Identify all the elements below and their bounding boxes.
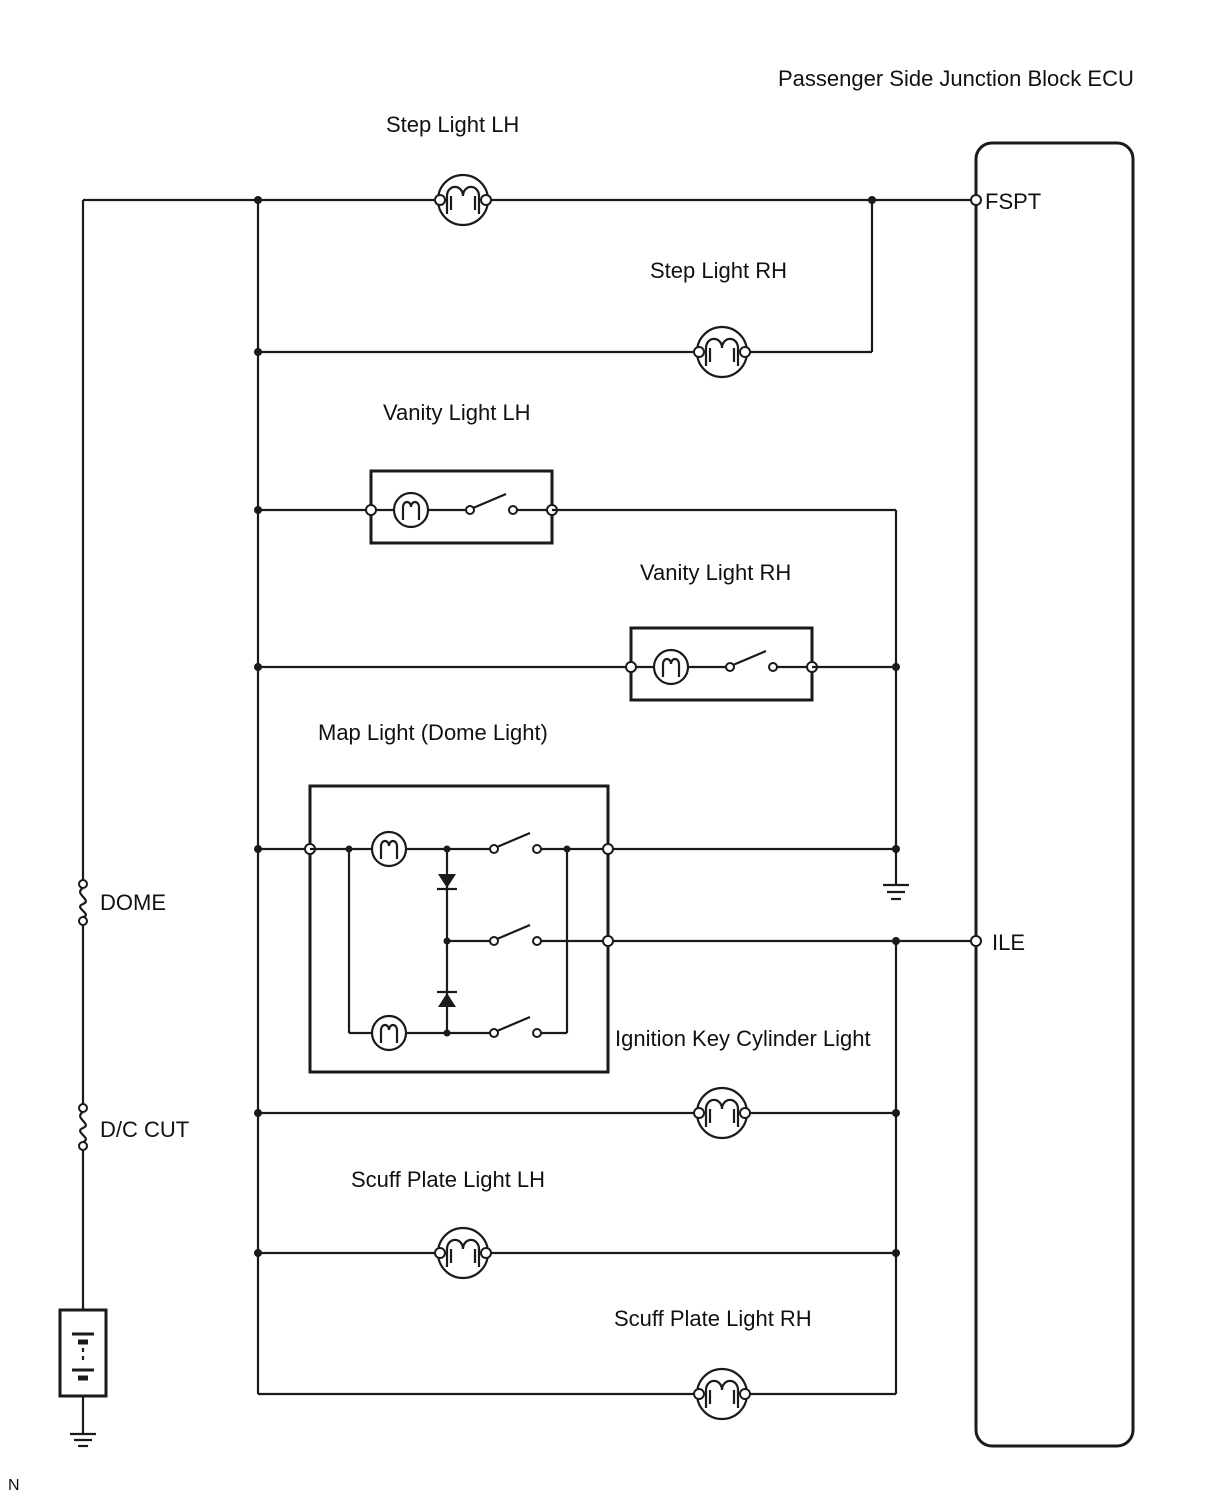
label-ignition-key-cylinder-light: Ignition Key Cylinder Light [615,1026,871,1051]
terminal-ile-label: ILE [992,930,1025,955]
bulb-icon-vanity-rh [652,648,690,686]
bulb-icon-scuff-lh [434,1226,492,1280]
ground-icon-battery [70,1432,96,1448]
switch-icon-vanity-lh [465,492,518,515]
label-vanity-light-lh: Vanity Light LH [383,400,531,425]
fuse-dome-icon [78,879,88,926]
label-scuff-plate-light-lh: Scuff Plate Light LH [351,1167,545,1192]
ecu-box [974,141,1135,1448]
fuse-dc-cut-icon [78,1103,88,1151]
corner-mark: N [8,1477,20,1494]
map-light [258,784,976,1074]
diode-icon-lower [437,990,457,1007]
ignition-key-cylinder-light [258,1086,896,1140]
battery-icon [58,1308,108,1434]
bulb-icon-scuff-rh [693,1367,751,1421]
terminal-ile [970,935,982,947]
supply-line [81,198,258,1310]
vanity-light-rh [258,626,896,702]
fuse-dc-cut-label: D/C CUT [100,1117,189,1142]
terminal-fspt [970,194,982,206]
vanity-light-lh [258,469,896,545]
bulb-icon-map-upper [370,830,408,868]
switch-icon-map-middle [489,923,542,946]
switch-icon-vanity-rh [725,649,778,672]
switch-icon-map-lower [489,1015,542,1038]
bulb-icon-vanity-lh [392,491,430,529]
bulb-icon-ignition-key [693,1086,751,1140]
bulb-icon-step-rh [693,325,751,379]
step-light-lh [258,173,976,227]
ground-icon-chassis [883,883,909,901]
switch-icon-map-upper [489,831,542,854]
bulb-icon-map-lower [370,1014,408,1052]
diode-icon-upper [437,874,457,891]
label-vanity-light-rh: Vanity Light RH [640,560,791,585]
ecu-title: Passenger Side Junction Block ECU [778,66,1134,91]
scuff-plate-light-lh [258,1226,896,1280]
label-scuff-plate-light-rh: Scuff Plate Light RH [614,1306,812,1331]
scuff-plate-light-rh [258,1367,896,1421]
bulb-icon-step-lh [434,173,492,227]
step-light-rh [258,200,874,379]
label-step-light-lh: Step Light LH [386,112,519,137]
label-step-light-rh: Step Light RH [650,258,787,283]
fuse-dome-label: DOME [100,890,166,915]
label-map-light: Map Light (Dome Light) [318,720,548,745]
terminal-fspt-label: FSPT [985,189,1041,214]
